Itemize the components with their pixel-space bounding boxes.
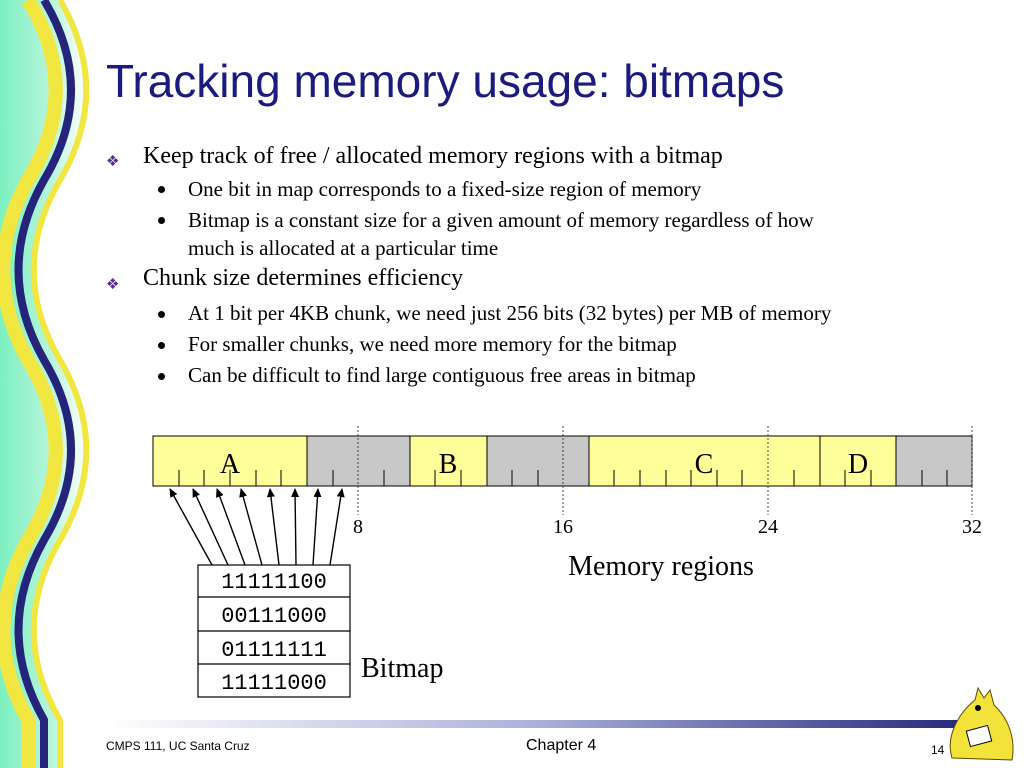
- bitmap-caption: Bitmap: [361, 653, 443, 684]
- dot-bullet-icon: [158, 311, 165, 318]
- slug-mascot-icon: [949, 686, 1014, 761]
- footer-bar: [106, 720, 976, 728]
- diamond-bullet-icon: ❖: [106, 154, 120, 170]
- bitmap-row: 00111000: [221, 604, 327, 629]
- segment-label-b: B: [439, 449, 458, 480]
- bit-arrows: [169, 488, 345, 566]
- segment-label-d: D: [848, 449, 868, 480]
- segment-c: [588, 435, 821, 487]
- diamond-bullet-icon: ❖: [106, 277, 120, 293]
- tick-label-8: 8: [353, 516, 363, 538]
- footer-course: CMPS 111, UC Santa Cruz: [106, 739, 250, 753]
- bitmap-row: 11111000: [221, 671, 327, 696]
- page-number: 14: [931, 743, 945, 757]
- dot-bullet-icon: [158, 373, 165, 380]
- sub-bullet-text: One bit in map corresponds to a fixed-si…: [188, 177, 702, 201]
- memory-regions-caption: Memory regions: [568, 551, 754, 582]
- boundary-lines: [357, 426, 973, 515]
- tick-label-24: 24: [758, 516, 778, 538]
- segment-free-3: [895, 435, 973, 487]
- slide-title: Tracking memory usage: bitmaps: [106, 55, 785, 107]
- dot-bullet-icon: [158, 186, 165, 193]
- bullet-text: Keep track of free / allocated memory re…: [143, 143, 723, 169]
- bitmap-row: 11111100: [221, 570, 327, 595]
- sub-bullet-text: Can be difficult to find large contiguou…: [188, 363, 696, 387]
- tick-label-32: 32: [962, 516, 982, 538]
- sub-bullet-text: For smaller chunks, we need more memory …: [188, 332, 677, 356]
- sub-bullet-text-continuation: much is allocated at a particular time: [188, 236, 499, 260]
- bullet-text: Chunk size determines efficiency: [143, 265, 464, 291]
- dot-bullet-icon: [158, 342, 165, 349]
- dot-bullet-icon: [158, 217, 165, 224]
- chunk-ticks: [178, 470, 948, 486]
- bitmap-table: 11111100 00111000 01111111 11111000: [197, 564, 351, 698]
- sub-bullet-text: Bitmap is a constant size for a given am…: [188, 208, 814, 232]
- segment-label-a: A: [220, 449, 241, 480]
- decorative-wave-border: [0, 0, 90, 768]
- segment-b: [409, 435, 488, 487]
- tick-label-16: 16: [553, 516, 573, 538]
- sub-bullet-text: At 1 bit per 4KB chunk, we need just 256…: [188, 301, 832, 325]
- footer-chapter: Chapter 4: [526, 737, 597, 754]
- segment-label-c: C: [695, 449, 714, 480]
- segment-d: [819, 435, 897, 487]
- bitmap-row: 01111111: [221, 638, 327, 663]
- bullet-list: ❖ Keep track of free / allocated memory …: [106, 143, 832, 387]
- segment-free-1: [306, 435, 411, 487]
